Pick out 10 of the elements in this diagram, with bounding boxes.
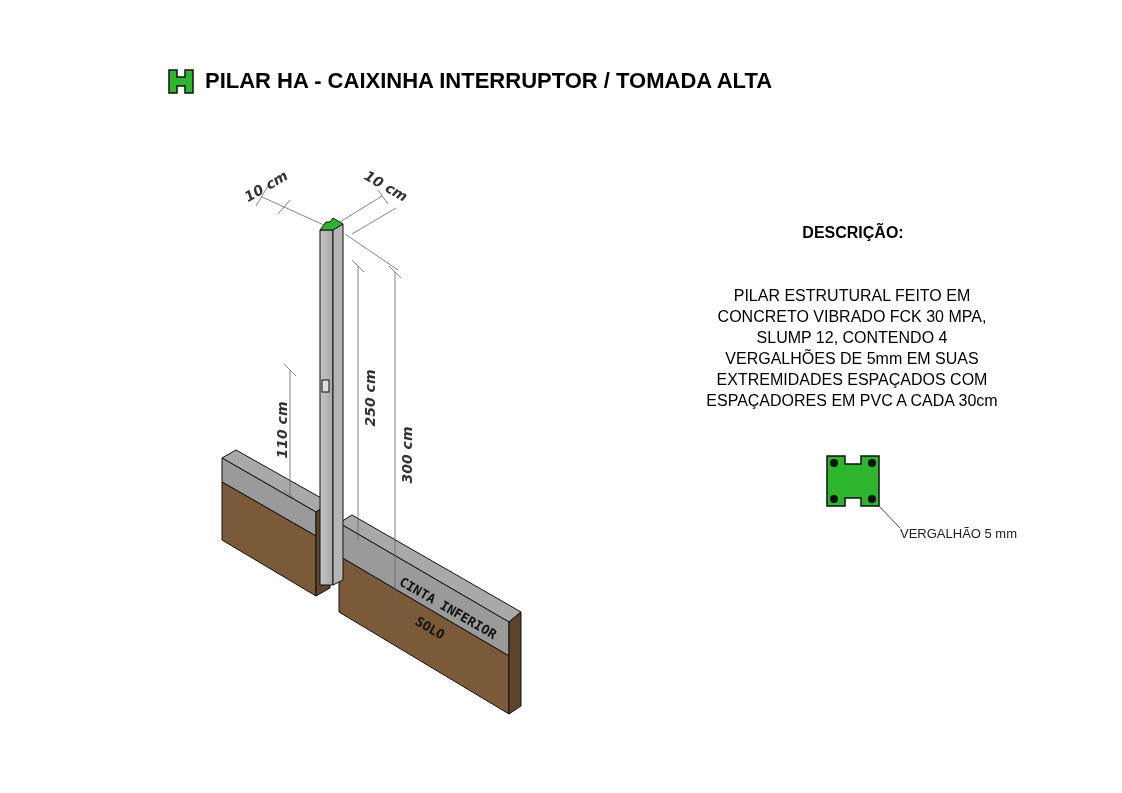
dimension-label: 10 cm: [241, 167, 291, 205]
diagram-title: PILAR HA - CAIXINHA INTERRUPTOR / TOMADA ALTA: [205, 68, 773, 94]
description-text: PILAR ESTRUTURAL FEITO EM CONCRETO VIBRADO FCK 30 MPA, SLUMP 12, CONTENDO 4 VERGALHÕES DE 5mm EM SUAS EXTREMIDADES ESPAÇADOS COM ESPAÇADORES EM PVC A CADA 30cm: [705, 286, 999, 411]
dimension-label: 250 cm: [362, 369, 378, 427]
dimension-label: 300 cm: [399, 426, 415, 484]
pillar-section-drawing: [826, 455, 880, 507]
dimension-label: 110 cm: [274, 401, 290, 459]
callout-label: VERGALHÃO 5 mm: [900, 526, 1018, 541]
dimension-label: 10 cm: [361, 167, 411, 205]
section-heading: DESCRIÇÃO:: [802, 224, 904, 242]
